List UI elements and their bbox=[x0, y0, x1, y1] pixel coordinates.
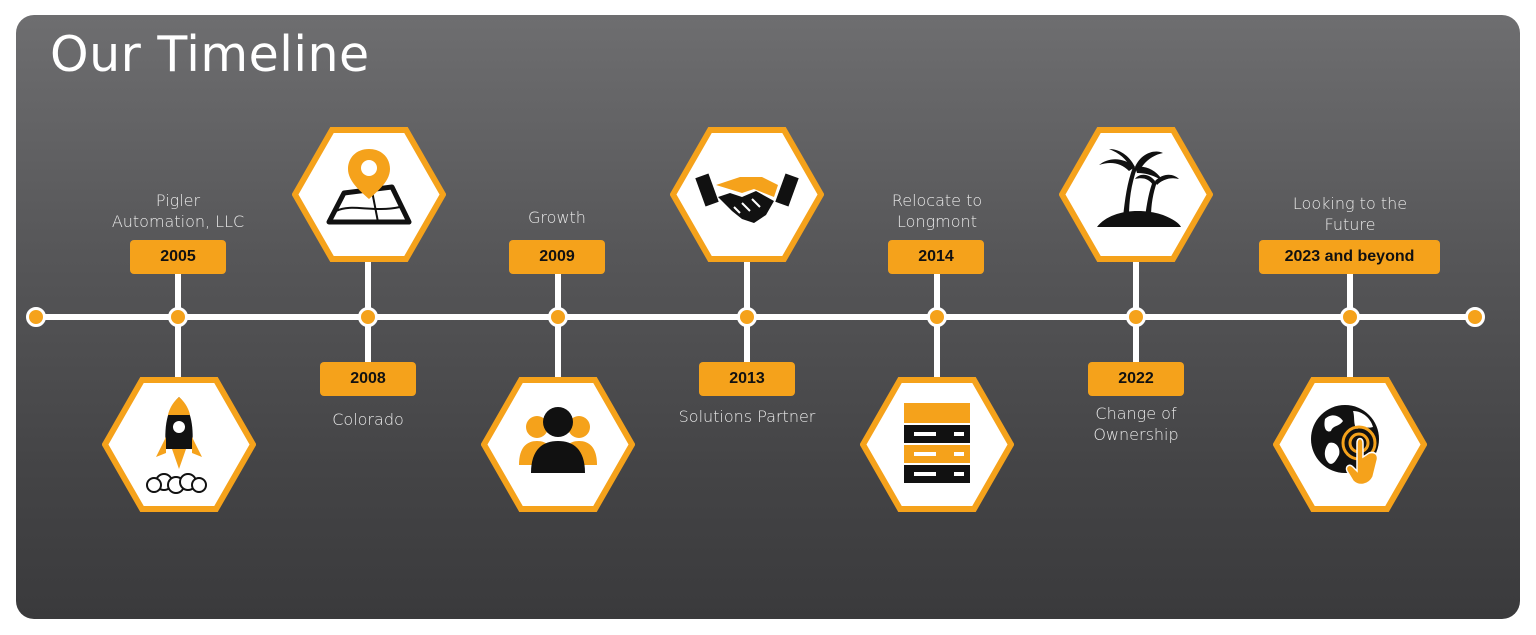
milestone-hexagon-2022 bbox=[1059, 127, 1213, 262]
year-badge-2023: 2023 and beyond bbox=[1259, 240, 1440, 274]
milestone-hexagon-2013 bbox=[670, 127, 824, 262]
label-line: Automation, LLC bbox=[111, 212, 245, 231]
year-badge-2005: 2005 bbox=[130, 240, 226, 274]
milestone-hexagon-2009 bbox=[481, 377, 635, 512]
label-line: Looking to the bbox=[1292, 194, 1408, 213]
year-badge-2009: 2009 bbox=[509, 240, 605, 274]
milestone-hexagon-2005 bbox=[102, 377, 256, 512]
label-line: Ownership bbox=[1093, 425, 1179, 444]
milestone-hexagon-2008 bbox=[292, 127, 446, 262]
label-line: Longmont bbox=[897, 212, 977, 231]
milestone-label-2005: Pigler Automation, LLC bbox=[98, 190, 258, 232]
page-title: Our Timeline bbox=[50, 26, 370, 83]
label-line: Future bbox=[1324, 215, 1376, 234]
label-line: Solutions Partner bbox=[678, 407, 816, 426]
milestone-label-2009: Growth bbox=[477, 207, 637, 228]
label-line: Growth bbox=[528, 208, 586, 227]
year-badge-2022: 2022 bbox=[1088, 362, 1184, 396]
year-badge-2014: 2014 bbox=[888, 240, 984, 274]
globe-touch-icon bbox=[1311, 405, 1379, 486]
timeline-start-node bbox=[26, 307, 46, 327]
label-line: Relocate to bbox=[891, 191, 983, 210]
year-badge-2013: 2013 bbox=[699, 362, 795, 396]
node-2008 bbox=[358, 307, 378, 327]
milestone-hexagon-2014 bbox=[860, 377, 1014, 512]
label-line: Change of bbox=[1095, 404, 1177, 423]
node-2014 bbox=[927, 307, 947, 327]
label-line: Pigler bbox=[155, 191, 201, 210]
node-2022 bbox=[1126, 307, 1146, 327]
milestone-label-2008: Colorado bbox=[288, 409, 448, 430]
milestone-hexagon-2023 bbox=[1273, 377, 1427, 512]
handshake-icon bbox=[695, 173, 799, 223]
server-icon bbox=[904, 403, 970, 483]
palm-island-icon bbox=[1097, 149, 1181, 227]
people-group-icon bbox=[519, 407, 597, 473]
map-pin-icon bbox=[326, 149, 412, 225]
milestone-label-2022: Change of Ownership bbox=[1056, 403, 1216, 445]
node-2013 bbox=[737, 307, 757, 327]
node-2005 bbox=[168, 307, 188, 327]
timeline-end-node bbox=[1465, 307, 1485, 327]
node-2009 bbox=[548, 307, 568, 327]
milestone-label-2023: Looking to the Future bbox=[1260, 193, 1440, 235]
milestone-label-2013: Solutions Partner bbox=[657, 406, 837, 427]
rocket-icon bbox=[146, 397, 207, 494]
year-badge-2008: 2008 bbox=[320, 362, 416, 396]
milestone-label-2014: Relocate to Longmont bbox=[857, 190, 1017, 232]
label-line: Colorado bbox=[332, 410, 404, 429]
node-2023 bbox=[1340, 307, 1360, 327]
